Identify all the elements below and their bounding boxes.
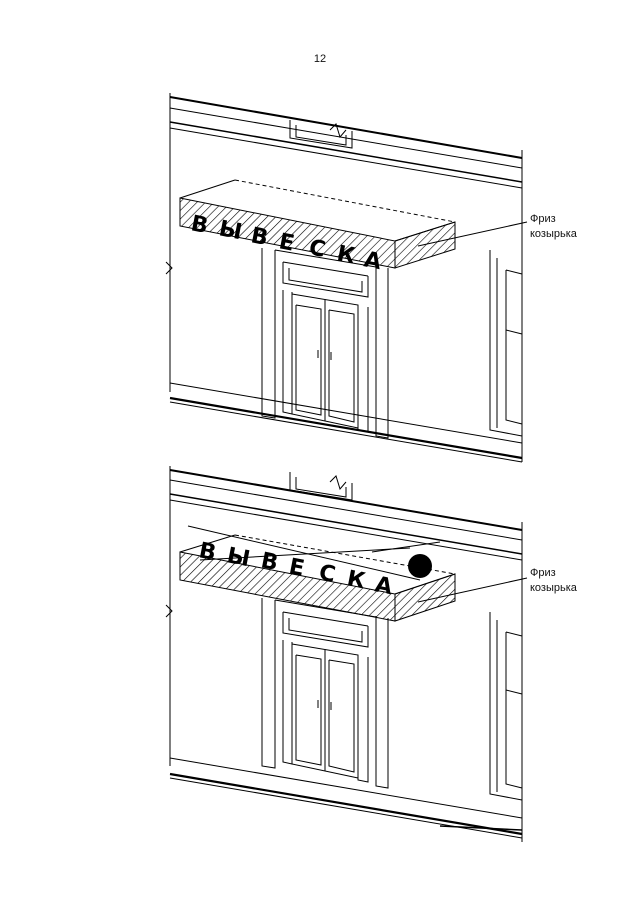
callout-line-2: козырька [530,228,577,240]
sign-letter: К [345,566,367,594]
sign-letter: В [197,538,218,566]
callout-label-1: Фриз козырька [530,212,577,242]
facade-figure-2 [165,466,528,842]
sign-letter: В [249,223,270,251]
sign-letter: Е [287,554,307,581]
sign-letter: С [317,560,338,588]
sign-letter: В [259,548,280,576]
sign-letter: В [189,211,210,239]
round-light-box [408,554,432,578]
callout-line-1: Фриз [530,567,556,579]
page-number: 12 [313,53,327,65]
sign-letter: С [307,235,328,263]
sign-letter: А [373,572,394,600]
sign-letters-figure-1: В Ы В Е С К А [189,211,383,275]
callout-line-2: козырька [530,582,577,594]
sign-letter: Ы [225,543,252,572]
callout-line-1: Фриз [530,213,556,225]
sign-letter: Е [277,229,297,256]
sign-letter: Ы [217,216,244,245]
sign-letter: А [362,247,383,275]
facade-figure-1 [165,93,528,463]
sign-letters-figure-2: В Ы В Е С К А [197,538,394,600]
callout-label-2: Фриз козырька [530,566,577,596]
sign-letter: К [335,241,357,269]
